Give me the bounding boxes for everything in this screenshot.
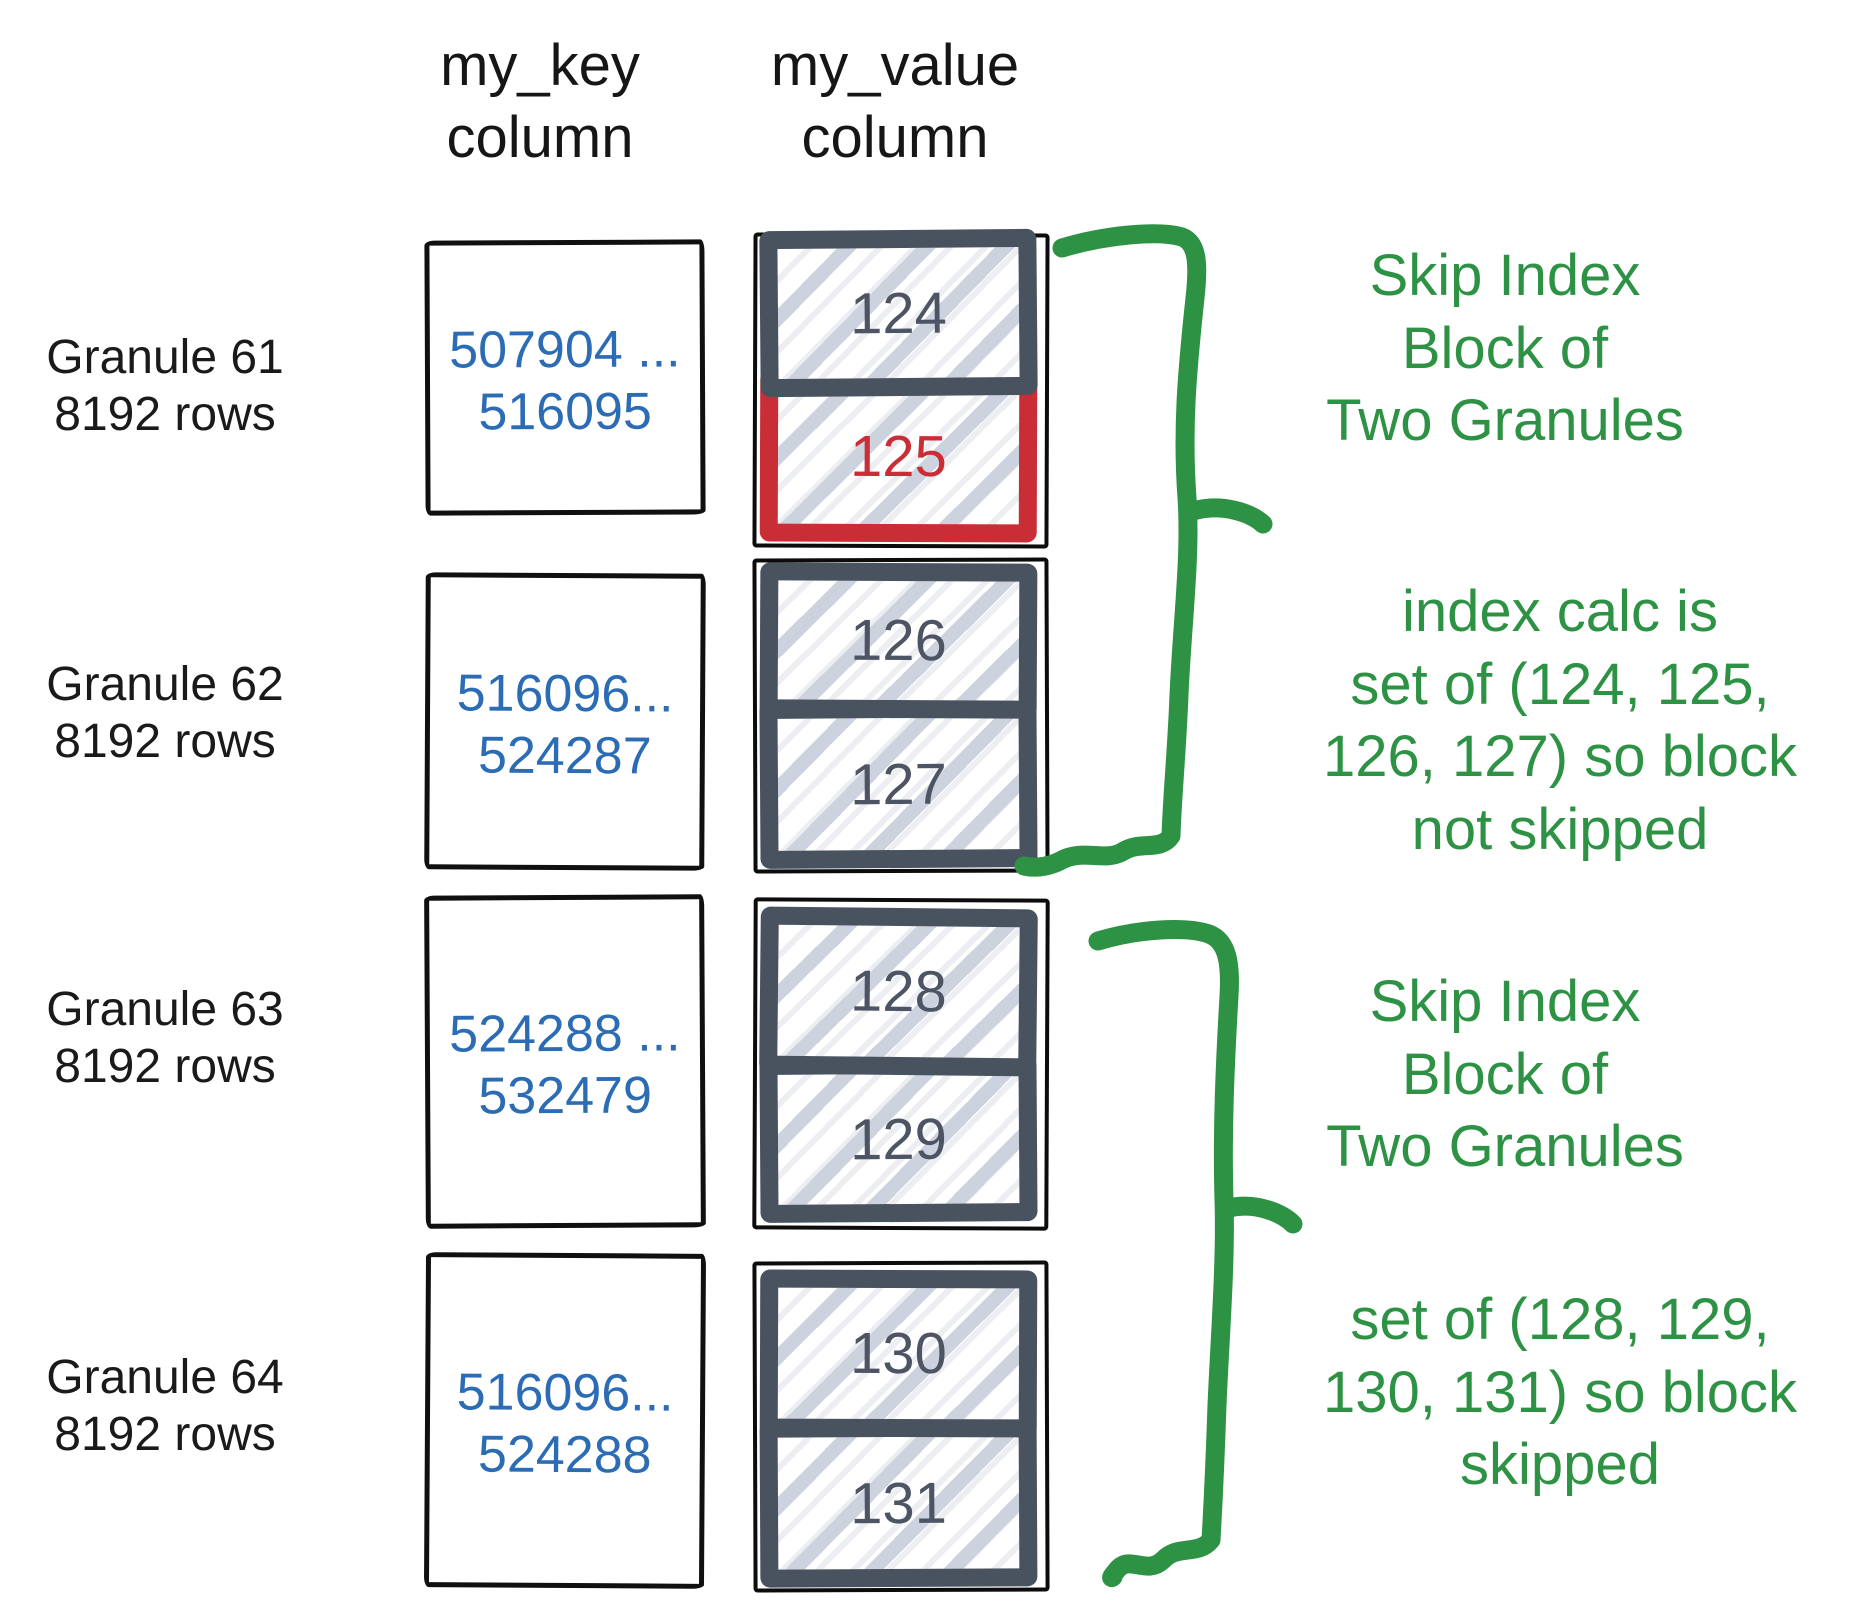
granule-label-61: Granule 61 8192 rows [46,331,284,441]
value-block-131: 131 [759,1418,1038,1588]
value-number: 129 [849,1106,948,1172]
granule-label-64: Granule 64 8192 rows [46,1351,284,1461]
value-number: 126 [849,607,948,674]
value-block-130: 130 [759,1269,1038,1438]
value-block-127: 127 [759,699,1038,869]
brace-top-granules-61-62 [1014,224,1207,877]
key-box-granule-62: 516096... 524287 [424,572,706,871]
column-header-my-value: my_value column [770,33,1020,170]
key-range: 507904 ... 516095 [449,320,681,441]
value-block-126: 126 [759,562,1038,719]
brace-bottom-granules-63-64 [1088,920,1239,1588]
value-number: 125 [849,423,948,489]
value-block-128: 128 [759,906,1038,1077]
brace-bottom-nub [1219,1196,1303,1234]
value-number: 128 [849,958,948,1025]
key-box-granule-64: 516096... 524288 [423,1252,707,1589]
value-block-124: 124 [759,228,1038,398]
key-box-granule-61: 507904 ... 516095 [424,239,706,516]
annotation-set-skipped: set of (128, 129, 130, 131) so block ski… [1323,1287,1797,1497]
granule-label-63: Granule 63 8192 rows [46,983,284,1093]
value-number: 130 [849,1320,948,1387]
key-range: 516096... 524288 [456,1363,674,1485]
value-number: 127 [849,751,948,817]
value-number: 131 [849,1470,948,1536]
value-block-129: 129 [759,1055,1038,1223]
column-header-my-key: my_key column [440,33,640,170]
annotation-skip-index-top: Skip Index Block of Two Granules [1326,243,1684,453]
annotation-skip-index-bottom: Skip Index Block of Two Granules [1326,969,1684,1179]
key-range: 524288 ... 532479 [449,1004,681,1125]
key-box-granule-63: 524288 ... 532479 [424,894,706,1229]
value-number: 124 [849,280,948,346]
granule-label-62: Granule 62 8192 rows [46,658,284,768]
key-range: 516096... 524287 [456,664,674,785]
brace-top-nub [1187,498,1273,534]
annotation-index-calc-not-skipped: index calc is set of (124, 125, 126, 127… [1323,579,1797,862]
